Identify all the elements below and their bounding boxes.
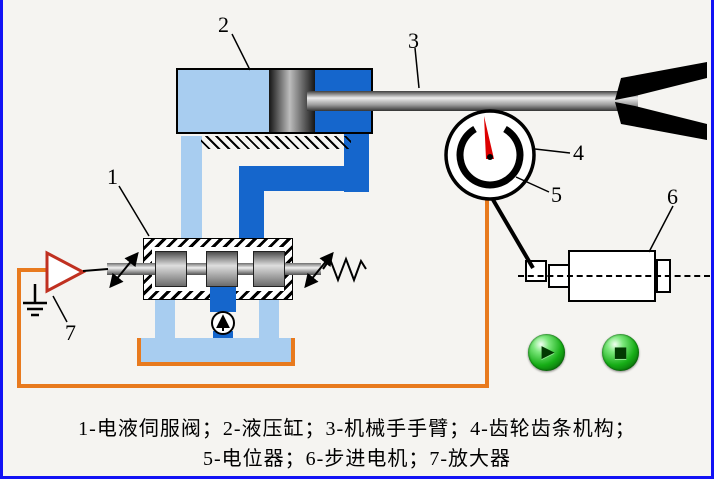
leader-line-2 <box>231 33 251 71</box>
gauge-pivot <box>487 154 493 160</box>
pinion-wheel <box>444 109 536 201</box>
callout-stepper-motor: 6 <box>667 184 678 209</box>
gauge-needle <box>484 116 494 159</box>
mounting-hatching <box>201 136 351 149</box>
spool-land-right <box>253 251 285 287</box>
feedback-wire-amp-input <box>17 268 51 272</box>
link-rod <box>490 196 535 270</box>
caption-line-1: 1-电液伺服阀；2-液压缸；3-机械手手臂；4-齿轮齿条机构； <box>78 418 636 440</box>
leader-line-1 <box>118 185 150 237</box>
manipulator-arm-rod <box>307 91 638 111</box>
drain-pipe-right <box>259 300 279 340</box>
callout-potentiometer: 5 <box>551 182 562 207</box>
feedback-wire-right <box>485 200 489 388</box>
leader-line-4 <box>534 148 571 154</box>
feedback-wire-left <box>17 268 21 388</box>
callout-cylinder: 2 <box>218 12 229 37</box>
stop-icon: ■ <box>613 343 628 361</box>
drain-pipe-left <box>155 300 175 340</box>
pump-outlet-stub <box>213 331 233 339</box>
feedback-wire-bottom <box>17 384 489 388</box>
play-icon: ▶ <box>541 342 555 362</box>
valve-supply-port <box>210 282 236 312</box>
stop-button[interactable]: ■ <box>602 334 639 371</box>
oil-tank <box>137 338 295 366</box>
caption-line-2: 5-电位器；6-步进电机；7-放大器 <box>203 448 511 470</box>
valve-spring-icon <box>322 256 367 283</box>
leader-line-3 <box>414 47 420 89</box>
leader-line-7 <box>52 295 68 323</box>
spool-land-middle <box>206 251 238 287</box>
motor-centerline <box>518 275 710 277</box>
play-button[interactable]: ▶ <box>528 334 565 371</box>
potentiometer-track <box>456 125 524 189</box>
callout-servo-valve: 1 <box>107 164 118 189</box>
callout-rack-pinion: 4 <box>573 140 584 165</box>
amplifier-symbol <box>45 250 109 294</box>
callout-amplifier: 7 <box>65 320 76 345</box>
pipe-pressure-down <box>239 166 264 240</box>
spool-land-left <box>155 251 187 287</box>
pipe-return-light <box>181 136 202 240</box>
rack-pinion-gauge <box>444 109 536 201</box>
ground-symbol <box>23 284 47 317</box>
motor-coupling <box>525 260 547 282</box>
leader-line-5 <box>515 176 550 193</box>
leader-line-6 <box>648 205 674 253</box>
callout-arm: 3 <box>408 28 419 53</box>
